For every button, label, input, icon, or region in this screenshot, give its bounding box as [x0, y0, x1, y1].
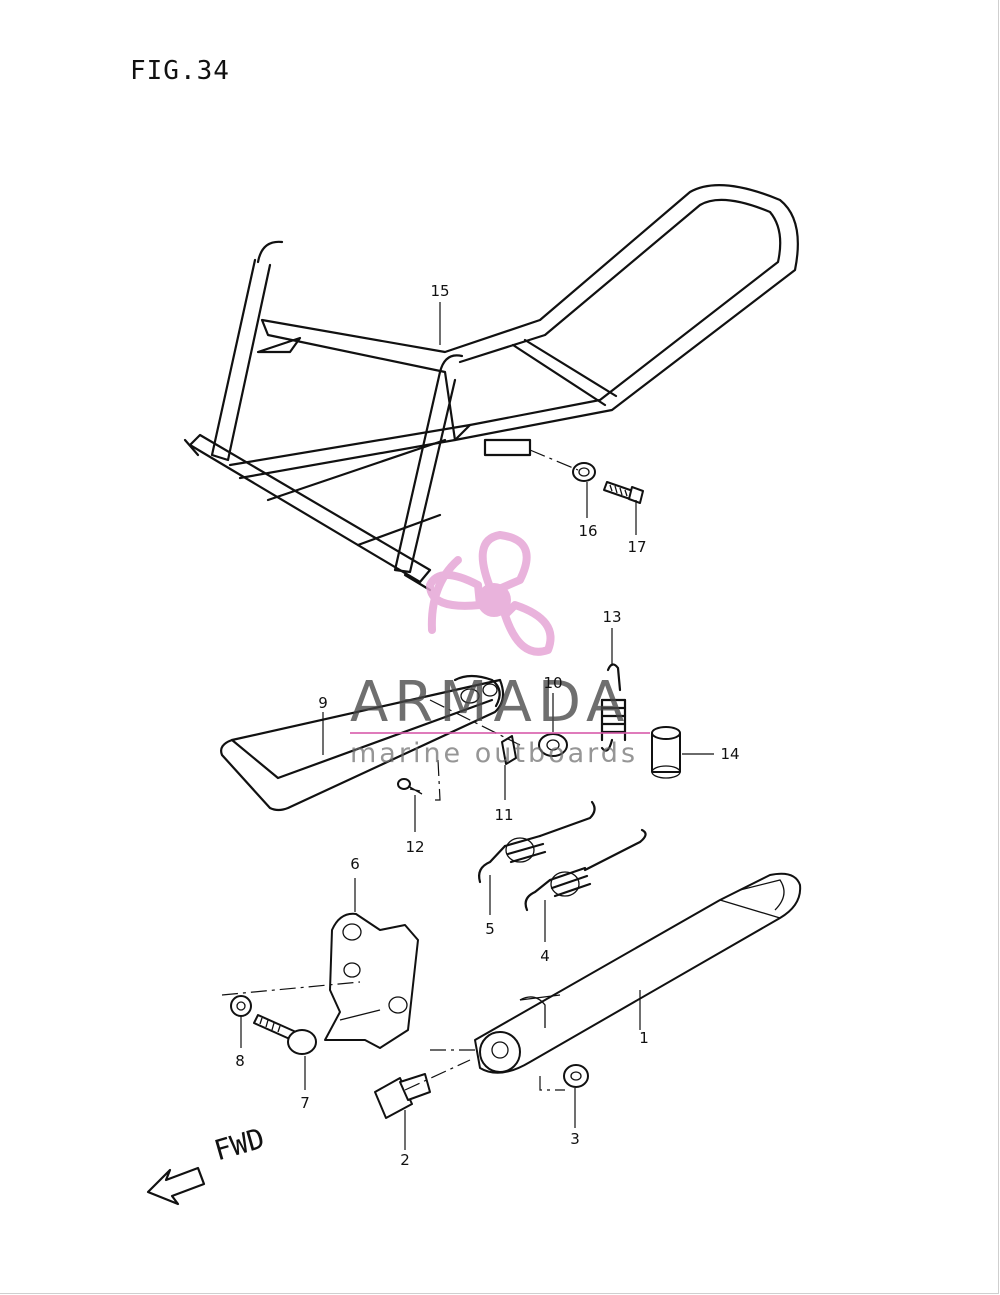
sleeve-part-14: [651, 726, 681, 779]
side-stand-part-1: [474, 872, 802, 1074]
spring-part-4: [524, 828, 647, 912]
watermark-brand: ARMADA: [350, 670, 631, 735]
watermark-rule: [350, 732, 650, 734]
callout-8: 8: [235, 1052, 245, 1070]
washer-part-10: [538, 733, 568, 757]
watermark-tagline: marine outboards: [350, 738, 639, 769]
callout-1: 1: [639, 1029, 649, 1047]
callout-17: 17: [627, 538, 647, 556]
bolt-part-2: [374, 1073, 431, 1119]
bolt-part-7: [253, 1014, 317, 1055]
stand-arm-part-9: [220, 674, 505, 812]
callout-2: 2: [400, 1151, 410, 1169]
propeller-logo-icon: [426, 531, 555, 656]
nut-part-3: [563, 1064, 589, 1088]
figure-title: FIG.34: [130, 56, 230, 86]
callout-14: 14: [720, 745, 740, 763]
washer-part-8: [230, 995, 252, 1017]
callout-13: 13: [602, 608, 622, 626]
assembly-line: [429, 699, 521, 746]
callout-9: 9: [318, 694, 328, 712]
stand-frame-part-15: [183, 184, 799, 592]
callout-5: 5: [485, 920, 495, 938]
clip-part-11: [501, 735, 517, 765]
callout-3: 3: [570, 1130, 580, 1148]
callout-15: 15: [430, 282, 450, 300]
forward-arrow-icon: [146, 1166, 206, 1206]
bolt-part-17: [603, 481, 644, 504]
nut-part-16: [572, 462, 596, 482]
callout-7: 7: [300, 1094, 310, 1112]
assembly-line: [430, 759, 441, 801]
callout-6: 6: [350, 855, 360, 873]
bracket-part-6: [324, 912, 419, 1049]
callout-16: 16: [578, 522, 598, 540]
assembly-line: [221, 981, 361, 996]
callout-10: 10: [543, 674, 563, 692]
assembly-line: [539, 1076, 565, 1091]
assembly-line: [404, 1059, 471, 1091]
callout-4: 4: [540, 947, 550, 965]
spring-part-5: [478, 800, 596, 884]
assembly-line: [529, 449, 579, 471]
callout-11: 11: [494, 806, 514, 824]
callout-12: 12: [405, 838, 425, 856]
screw-part-12: [397, 778, 423, 795]
